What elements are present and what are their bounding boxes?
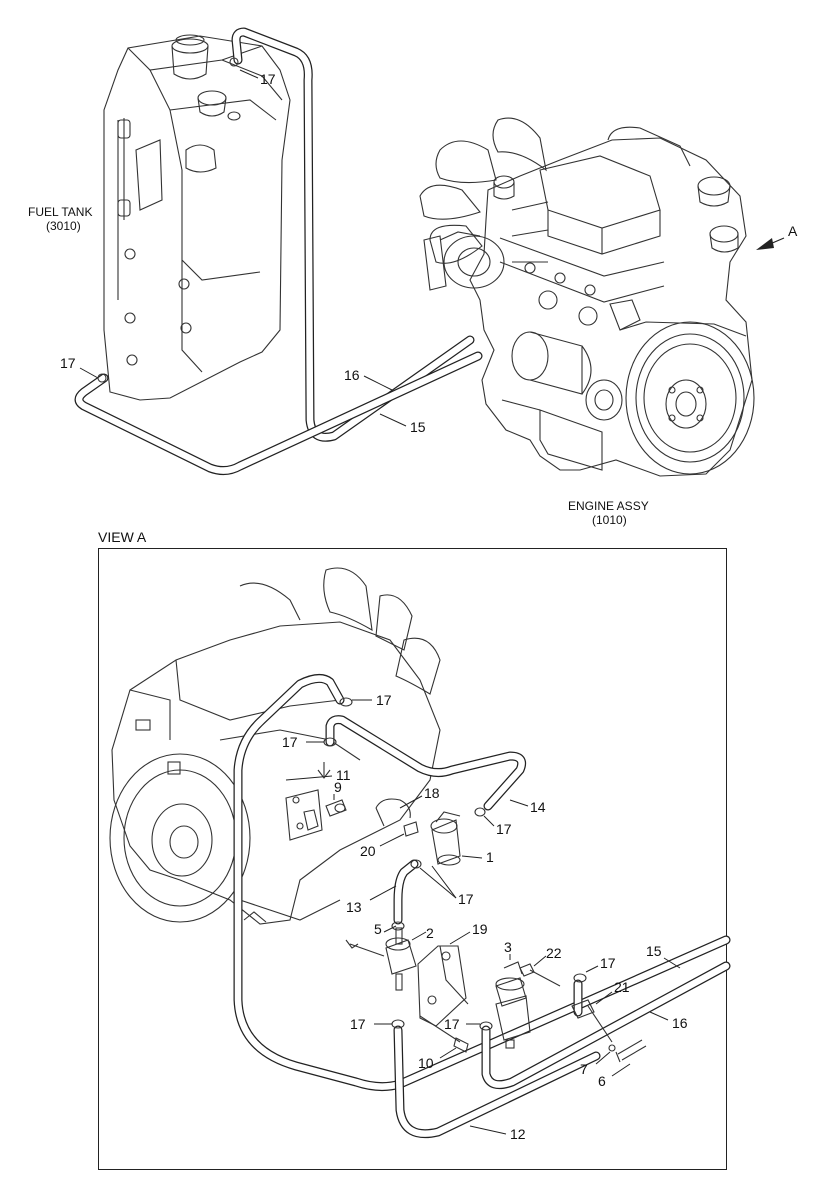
view-parts (285, 697, 647, 1063)
callout-5: 5 (374, 921, 382, 937)
callout-16: 16 (344, 367, 360, 383)
callout-7: 7 (580, 1061, 588, 1077)
callout-17: 17 (496, 821, 512, 837)
callout-17: 17 (260, 71, 276, 87)
callout-2: 2 (426, 925, 434, 941)
fuel-tank-code: (3010) (46, 219, 81, 233)
engine-code: (1010) (592, 513, 627, 527)
view-callouts: 17 17 11 9 18 14 17 20 1 13 17 5 2 19 3 … (282, 692, 688, 1142)
callout-15: 15 (646, 943, 662, 959)
top-fuel-hoses (74, 27, 483, 476)
callout-12: 12 (510, 1126, 526, 1142)
callout-6: 6 (598, 1073, 606, 1089)
callout-10: 10 (418, 1055, 434, 1071)
engine-drawing (419, 117, 755, 477)
callout-9: 9 (334, 779, 342, 795)
callout-14: 14 (530, 799, 546, 815)
engine-label: ENGINE ASSY (568, 499, 649, 513)
callout-16: 16 (672, 1015, 688, 1031)
callout-11: 11 (336, 767, 351, 783)
callout-17: 17 (444, 1016, 460, 1032)
view-a-frame (98, 548, 727, 1170)
callout-17: 17 (376, 692, 392, 708)
view-arrow-label: A (788, 223, 798, 239)
callout-22: 22 (546, 945, 562, 961)
fuel-tank-label: FUEL TANK (28, 205, 92, 219)
callout-17: 17 (458, 891, 474, 907)
top-callouts: 17 17 16 15 (60, 69, 426, 435)
callout-1: 1 (486, 849, 494, 865)
callout-19: 19 (472, 921, 488, 937)
callout-17: 17 (60, 355, 76, 371)
callout-20: 20 (360, 843, 376, 859)
view-a-arrow: A (756, 223, 798, 250)
callout-17: 17 (600, 955, 616, 971)
callout-21: 21 (614, 979, 630, 995)
callout-17: 17 (350, 1016, 366, 1032)
view-title: VIEW A (98, 529, 147, 545)
callout-15: 15 (410, 419, 426, 435)
view-fuel-hoses (233, 674, 731, 1139)
callout-17: 17 (282, 734, 298, 750)
view-engine-background (109, 567, 441, 925)
callout-3: 3 (504, 939, 512, 955)
callout-13: 13 (346, 899, 362, 915)
callout-18: 18 (424, 785, 440, 801)
fuel-tank-drawing (103, 34, 291, 401)
